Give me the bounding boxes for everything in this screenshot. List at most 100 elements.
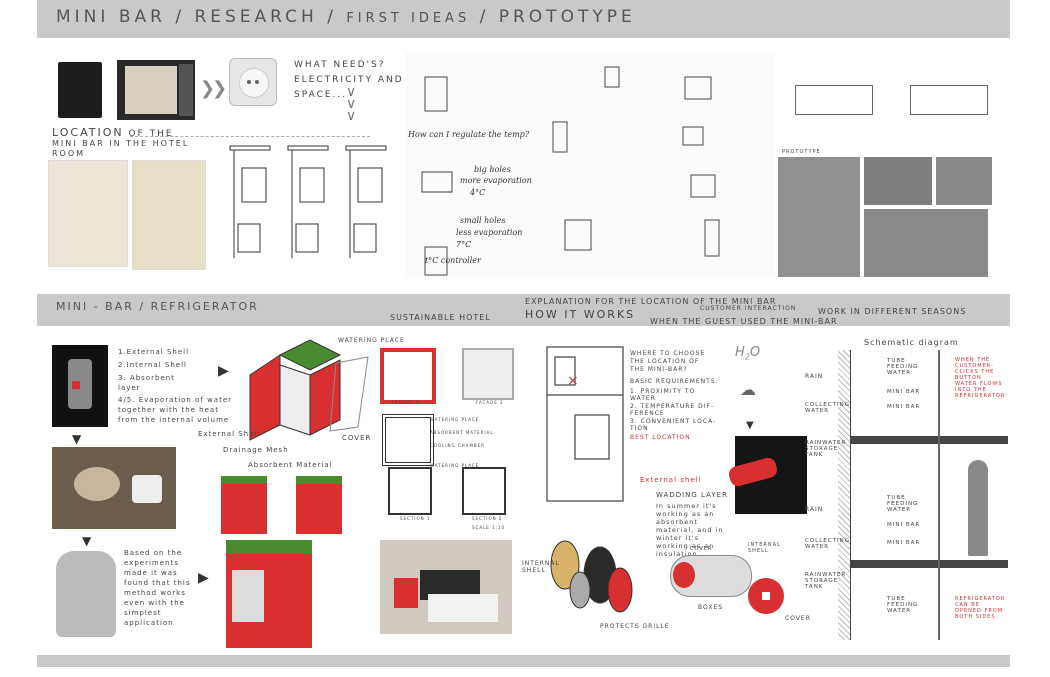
section-2-label: SECTION 2 [472, 516, 503, 521]
based-text: Based on the experiments made it was fou… [124, 549, 191, 627]
drainage-mesh-label: Drainage Mesh [223, 446, 289, 454]
electricity-label: ELECTRICITY AND [294, 75, 404, 85]
explanation-label: EXPLANATION FOR THE LOCATION OF THE MINI… [525, 297, 777, 306]
footer-band [37, 655, 1010, 667]
arrow-right-icon-2: ▶ [198, 570, 209, 586]
customer-note: WHEN THE CUSTOMER-CLICKS THE BUTTON WATE… [955, 357, 1006, 399]
page-title: MINI BAR / RESEARCH / first ideas / PROT… [56, 7, 636, 27]
mini-bar-label-4: MINI BAR [887, 540, 921, 546]
sketch-note-1: How can I regulate the temp? [408, 130, 530, 139]
cover-label: COVER [342, 434, 372, 442]
location-line-8: 2. TEMPERATURE DIF- [630, 403, 715, 410]
location-plan: × [546, 346, 624, 502]
scale-label: SCALE 1:10 [472, 525, 506, 530]
location-line-7: WATER [630, 395, 656, 402]
tube-feeding-label-2: TUBE FEEDING WATER [887, 495, 919, 513]
prototype-label: PROTOTYPE [782, 149, 821, 155]
section-2-drawing [462, 467, 506, 515]
plan-view [382, 414, 434, 466]
cooling-label: COOLING CHAMBER [430, 443, 485, 448]
schematic-title: Schematic diagram [864, 338, 959, 347]
h2o-icon: H2O [735, 345, 761, 362]
prototype-diagrams [780, 55, 1008, 153]
socket-icon [229, 58, 277, 106]
location-line-10: 3. CONVENIENT LOCA- [630, 418, 717, 425]
location-title-2: MINI BAR IN THE HOTEL [52, 139, 190, 148]
what-need-label: WHAT NEED'S? [294, 60, 386, 70]
cover-small-label: COVER [690, 546, 713, 552]
location-line-6: 1. PROXIMITY TO [630, 388, 696, 395]
svg-text:×: × [567, 373, 579, 389]
protects-grille-label: PROTECTS GRILLE [600, 623, 670, 630]
internal-shell-label: INTERNAL SHELL [522, 560, 560, 574]
mini-bar-label-3: MINI BAR [887, 522, 921, 528]
schematic-drawing [838, 350, 1008, 640]
arrow-right-icon: ▶ [218, 363, 229, 379]
location-line-2: THE MINI-BAR? [630, 366, 688, 373]
arrow-down-icon: ▼ [72, 432, 82, 446]
location-line-1: THE LOCATION OF [630, 358, 700, 365]
rainwater-label-2: RAINWATER STORAGE TANK [805, 572, 847, 590]
sketch-note-3: more evaporation [460, 176, 532, 185]
sketches-drawing [421, 66, 720, 276]
hotel-sketch-2 [132, 160, 206, 270]
dashed-guide [130, 136, 370, 137]
rainwater-label-1: RAINWATER STORAGE TANK [805, 440, 847, 458]
location-line-4: BASIC REQUIREMENTS: [630, 378, 719, 385]
facade-2-label: FACADE 2 [476, 400, 504, 405]
layer-item-2: 2.Internal Shell [118, 361, 187, 369]
collecting-label-2: COLLECTING WATER [805, 538, 850, 550]
red-cover [748, 578, 784, 614]
header-band [37, 0, 1010, 38]
arrow-down-icon-2: ▼ [82, 534, 92, 548]
prototype-photo-3 [936, 157, 992, 205]
absorbent-material-label: Absorbent Material [248, 461, 333, 469]
sketch-note-8: t°C controller [425, 256, 481, 265]
facade-2 [462, 348, 514, 400]
location-line-9: FERENCE [630, 410, 665, 417]
boxes-label: BOXES [698, 604, 724, 611]
layer-item-3: 3. Absorbent layer [118, 374, 175, 392]
minibar-render-1 [221, 476, 267, 534]
sketch-note-4: 4°C [470, 188, 486, 197]
cup-photo [52, 447, 176, 529]
wadding-title: WADDING LAYER [656, 491, 728, 499]
exploded-shells [550, 540, 633, 613]
minibar-render-2 [296, 476, 342, 534]
prototype-photo-1 [778, 157, 860, 277]
section-1-label: SECTION 1 [400, 516, 431, 521]
watering-label: WATERING PLACE [430, 417, 480, 422]
absorbent-label: ABSORBENT MATERIAL [430, 430, 494, 435]
minibar-render-3 [226, 540, 312, 648]
exploded-view [249, 339, 369, 441]
minibar-closed-photo [58, 62, 102, 118]
prototype-photo-2 [864, 157, 932, 205]
layer-item-1: 1.External Shell [118, 348, 190, 356]
tube-feeding-label-3: TUBE FEEDING WATER [887, 596, 919, 614]
mini-bar-label-1: MINI BAR [887, 389, 921, 395]
customer-label: CUSTOMER INTERACTION [700, 305, 797, 312]
space-label: SPACE... [294, 90, 348, 100]
hotel-sketch-1 [48, 160, 128, 267]
best-location-label: BEST LOCATION [630, 434, 691, 441]
arrow-down-icon-3: ▼ [746, 420, 754, 431]
sustainable-label: SUSTAINABLE HOTEL [390, 313, 491, 322]
layer-item-4: 4/5. Evaporation of water together with … [118, 396, 233, 424]
cover-label-2: COVER [785, 615, 811, 622]
wall-block [727, 436, 807, 514]
refrigerator-note: REFRIGERATOR CAN BE OPENED FROM BOTH SID… [955, 596, 1006, 620]
section-title: MINI - BAR / REFRIGERATOR [56, 300, 259, 313]
hotel-plan-drawing [212, 138, 392, 272]
internal-shell-2-label: INTERNAL SHELL [748, 542, 781, 554]
sketch-note-7: 7°C [456, 240, 472, 249]
can-photo [56, 551, 116, 637]
guest-used-label: WHEN THE GUEST USED THE MINI-BAR [650, 317, 838, 326]
external-shell-label: External Shell [198, 430, 261, 438]
work-seasons-label: WORK IN DIFFERENT SEASONS [818, 307, 967, 316]
location-line-0: WHERE TO CHOOSE [630, 350, 706, 357]
cloud-icon: ☁ [740, 380, 756, 399]
box-cylinder [670, 555, 752, 597]
location-line-11: TION [630, 425, 649, 432]
sketch-note-5: small holes [460, 216, 506, 225]
sketch-note-6: less evaporation [456, 228, 523, 237]
